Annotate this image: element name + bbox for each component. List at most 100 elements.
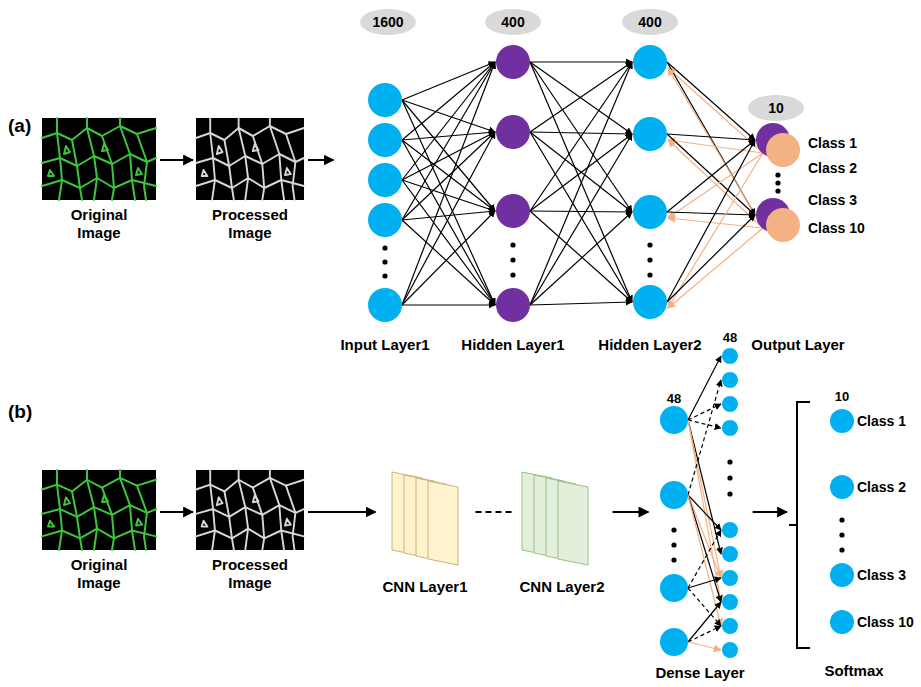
class-label: Class 1 — [857, 413, 906, 430]
ellipsis-dot — [671, 527, 676, 532]
feature-map — [428, 481, 458, 565]
weight-line — [402, 132, 495, 305]
node-label: Original Image — [56, 206, 142, 242]
weight-line — [667, 140, 755, 302]
ellipsis-dot — [510, 242, 515, 247]
weight-line — [402, 62, 495, 220]
ellipsis-dot — [382, 245, 387, 250]
image-panel: Processed Image — [196, 118, 304, 242]
original-image — [42, 470, 156, 550]
neuron — [660, 406, 688, 434]
neuron — [368, 288, 402, 322]
image-area — [42, 118, 156, 206]
neuron — [722, 618, 738, 634]
class-label: Class 3 — [857, 567, 906, 584]
node-label: Output Layer — [751, 336, 844, 354]
neuron — [830, 610, 854, 634]
neuron — [722, 546, 738, 562]
layer-column: Output Layer — [747, 118, 848, 354]
class-label: 10 — [835, 389, 849, 405]
node-label: Processed Image — [207, 556, 293, 592]
ellipsis-dot — [775, 180, 780, 185]
weight-line — [402, 62, 495, 100]
flow-arrow — [753, 511, 787, 513]
neuron — [496, 115, 530, 149]
weight-line — [530, 62, 632, 211]
flow-arrow — [476, 511, 513, 513]
neuron — [722, 570, 738, 586]
image-area — [196, 470, 304, 556]
weight-line — [402, 220, 495, 305]
ellipsis-dot — [382, 273, 387, 278]
weight-line — [402, 62, 495, 140]
neuron — [368, 123, 402, 157]
weight-line — [688, 404, 721, 420]
weight-line — [668, 68, 763, 228]
weight-line — [688, 642, 721, 650]
class-label: Class 3 — [808, 192, 857, 209]
neuron — [722, 522, 738, 538]
size-badge: 400 — [485, 9, 541, 35]
ellipsis-dot — [510, 257, 515, 262]
ellipsis-dot — [647, 272, 652, 277]
node-label: 1600 — [372, 14, 403, 31]
weight-line — [530, 62, 632, 212]
weight-line — [668, 153, 763, 308]
panel-letter: (b) — [8, 401, 32, 424]
dense-layer: Dense Layer — [651, 335, 748, 682]
weight-line — [668, 218, 763, 228]
size-badge: 10 — [748, 95, 804, 121]
weight-line — [668, 140, 763, 228]
node-label: Dense Layer — [655, 664, 744, 682]
flow-arrow — [160, 159, 193, 161]
weight-line — [530, 134, 632, 305]
neuron — [722, 594, 738, 610]
feature-map — [558, 481, 588, 565]
weight-line — [688, 380, 721, 495]
weight-line — [667, 215, 755, 302]
node-label: Input Layer1 — [340, 336, 429, 354]
weight-line — [402, 62, 495, 180]
layer-column: Input Layer1 — [336, 78, 433, 354]
ellipsis-dot — [775, 172, 780, 177]
ellipsis-dot — [839, 532, 844, 537]
weight-line — [402, 132, 495, 180]
node-label: Hidden Layer2 — [598, 336, 701, 354]
neuron — [830, 563, 854, 587]
layer-column: Hidden Layer2 — [594, 40, 705, 354]
processed-image — [196, 470, 304, 550]
neuron — [633, 195, 667, 229]
membrane-pattern — [196, 118, 304, 200]
node-label: Softmax — [824, 662, 883, 680]
ellipsis-dot — [671, 542, 676, 547]
neuron — [722, 348, 738, 364]
ellipsis-dot — [727, 491, 732, 496]
node-label: Processed Image — [207, 206, 293, 242]
image-area — [42, 470, 156, 556]
node-label: CNN Layer1 — [382, 578, 467, 596]
neuron — [368, 83, 402, 117]
class-label: Class 10 — [808, 220, 865, 237]
image-area — [196, 118, 304, 206]
flow-arrow — [308, 159, 333, 161]
weight-line — [667, 134, 755, 215]
weight-line — [668, 153, 763, 218]
neuron — [722, 372, 738, 388]
weight-line — [667, 134, 755, 140]
weight-line — [688, 420, 721, 554]
size-badge: 1600 — [360, 9, 416, 35]
ellipsis-dot — [647, 257, 652, 262]
weight-line — [402, 62, 495, 305]
cnn-layer: CNN Layer1 — [378, 468, 471, 596]
neuron — [830, 409, 854, 433]
neuron — [496, 45, 530, 79]
weight-line — [402, 132, 495, 220]
node-label: 10 — [768, 100, 784, 117]
original-image — [42, 118, 156, 200]
cnn-layer: CNN Layer2 — [515, 468, 608, 596]
flow-arrow — [613, 511, 649, 513]
node-label: CNN Layer2 — [519, 578, 604, 596]
neuron — [368, 163, 402, 197]
membrane-pattern — [42, 470, 156, 550]
weight-line — [530, 211, 632, 212]
